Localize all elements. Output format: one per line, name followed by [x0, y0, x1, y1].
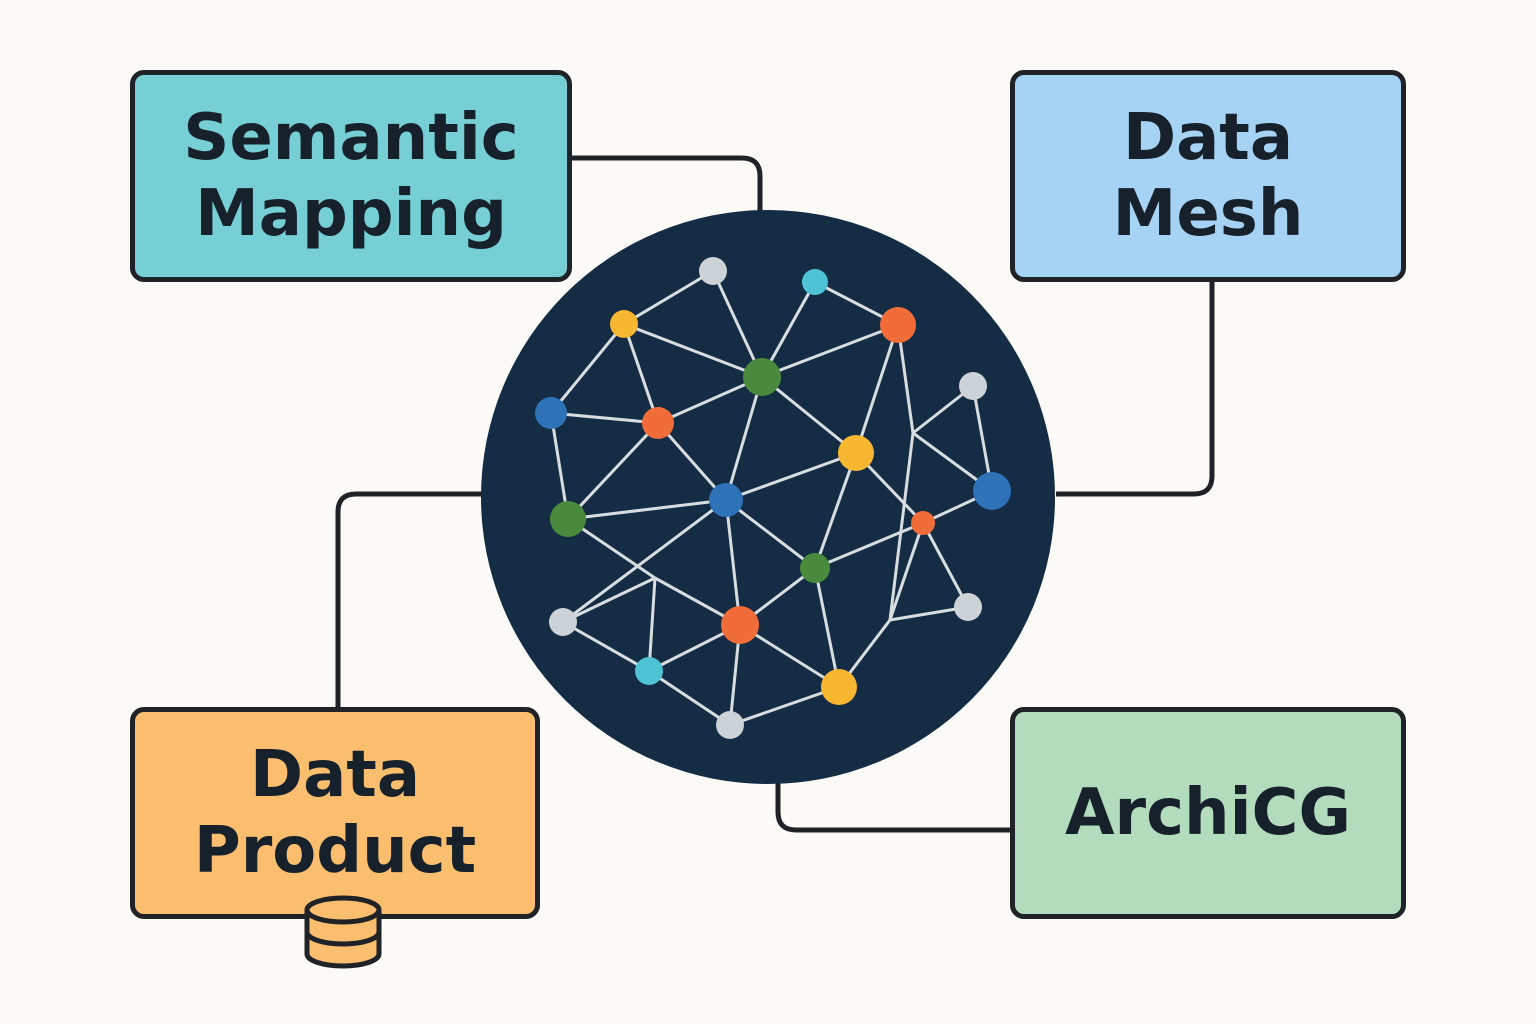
semantic-mapping-label-line1: Semantic — [183, 101, 519, 175]
network-edge — [647, 577, 657, 672]
network-node-green — [743, 358, 781, 396]
archicg-box: ArchiCG — [1010, 707, 1406, 919]
network-edge — [813, 452, 858, 569]
network-node-gray — [959, 372, 987, 400]
hub-circle — [481, 210, 1055, 784]
network-node-orange — [721, 606, 759, 644]
network-edge — [761, 375, 857, 455]
network-node-gray — [716, 711, 744, 739]
network-nodes — [535, 257, 1011, 739]
network-node-gray — [549, 608, 577, 636]
data-mesh-label-line2: Mesh — [1112, 177, 1304, 251]
network-edge — [888, 432, 915, 621]
network-node-blue — [535, 397, 567, 429]
network-edge — [888, 522, 925, 621]
network-edge — [813, 567, 841, 688]
network-node-cyan — [802, 269, 828, 295]
network-edge — [921, 522, 970, 608]
database-icon — [304, 895, 382, 969]
network-edge — [648, 669, 731, 727]
network-edge — [623, 322, 763, 379]
network-node-orange — [642, 407, 674, 439]
network-edge — [711, 270, 764, 378]
network-edge — [562, 498, 727, 624]
network-edge — [550, 411, 659, 425]
network-edge — [622, 323, 660, 424]
network-edge — [725, 451, 857, 502]
network-edge — [566, 421, 660, 521]
network-node-green — [800, 553, 830, 583]
network-edge — [724, 499, 742, 626]
network-edge — [896, 324, 915, 434]
network-edge — [549, 323, 626, 414]
network-node-gray — [699, 257, 727, 285]
connector-data-product — [335, 491, 482, 707]
network-edge — [656, 422, 728, 501]
data-mesh-box: Data Mesh — [1010, 70, 1406, 282]
network-node-orange — [880, 307, 916, 343]
network-node-orange — [911, 511, 935, 535]
network-node-yellow — [821, 669, 857, 705]
network-edge — [623, 269, 714, 326]
network-node-blue — [709, 483, 743, 517]
network-node-yellow — [610, 310, 638, 338]
archicg-label: ArchiCG — [1064, 776, 1352, 850]
network-node-gray — [954, 593, 982, 621]
network-edge — [739, 623, 840, 689]
connector-semantic-mapping — [572, 155, 763, 214]
network-edge — [814, 521, 924, 570]
network-edge — [562, 620, 650, 673]
network-edge — [567, 498, 727, 521]
connector-archicg — [775, 780, 1010, 833]
semantic-mapping-box: Semantic Mapping — [130, 70, 572, 282]
data-product-label-line1: Data — [249, 738, 421, 812]
semantic-mapping-label-line2: Mapping — [195, 177, 507, 251]
network-node-cyan — [635, 657, 663, 685]
network-edge — [729, 685, 840, 727]
data-product-label-line2: Product — [193, 814, 477, 888]
network-node-blue — [973, 472, 1011, 510]
network-edge — [725, 498, 816, 570]
network-edge — [761, 323, 899, 379]
network-edge — [854, 324, 900, 454]
network-node-green — [550, 501, 586, 537]
data-mesh-label-line1: Data — [1122, 101, 1294, 175]
connector-data-mesh — [1056, 282, 1215, 497]
network-edge — [724, 376, 764, 501]
network-node-yellow — [838, 435, 874, 471]
network-edges — [549, 269, 994, 727]
network-edge — [562, 576, 656, 624]
data-product-box: Data Product — [130, 707, 540, 919]
